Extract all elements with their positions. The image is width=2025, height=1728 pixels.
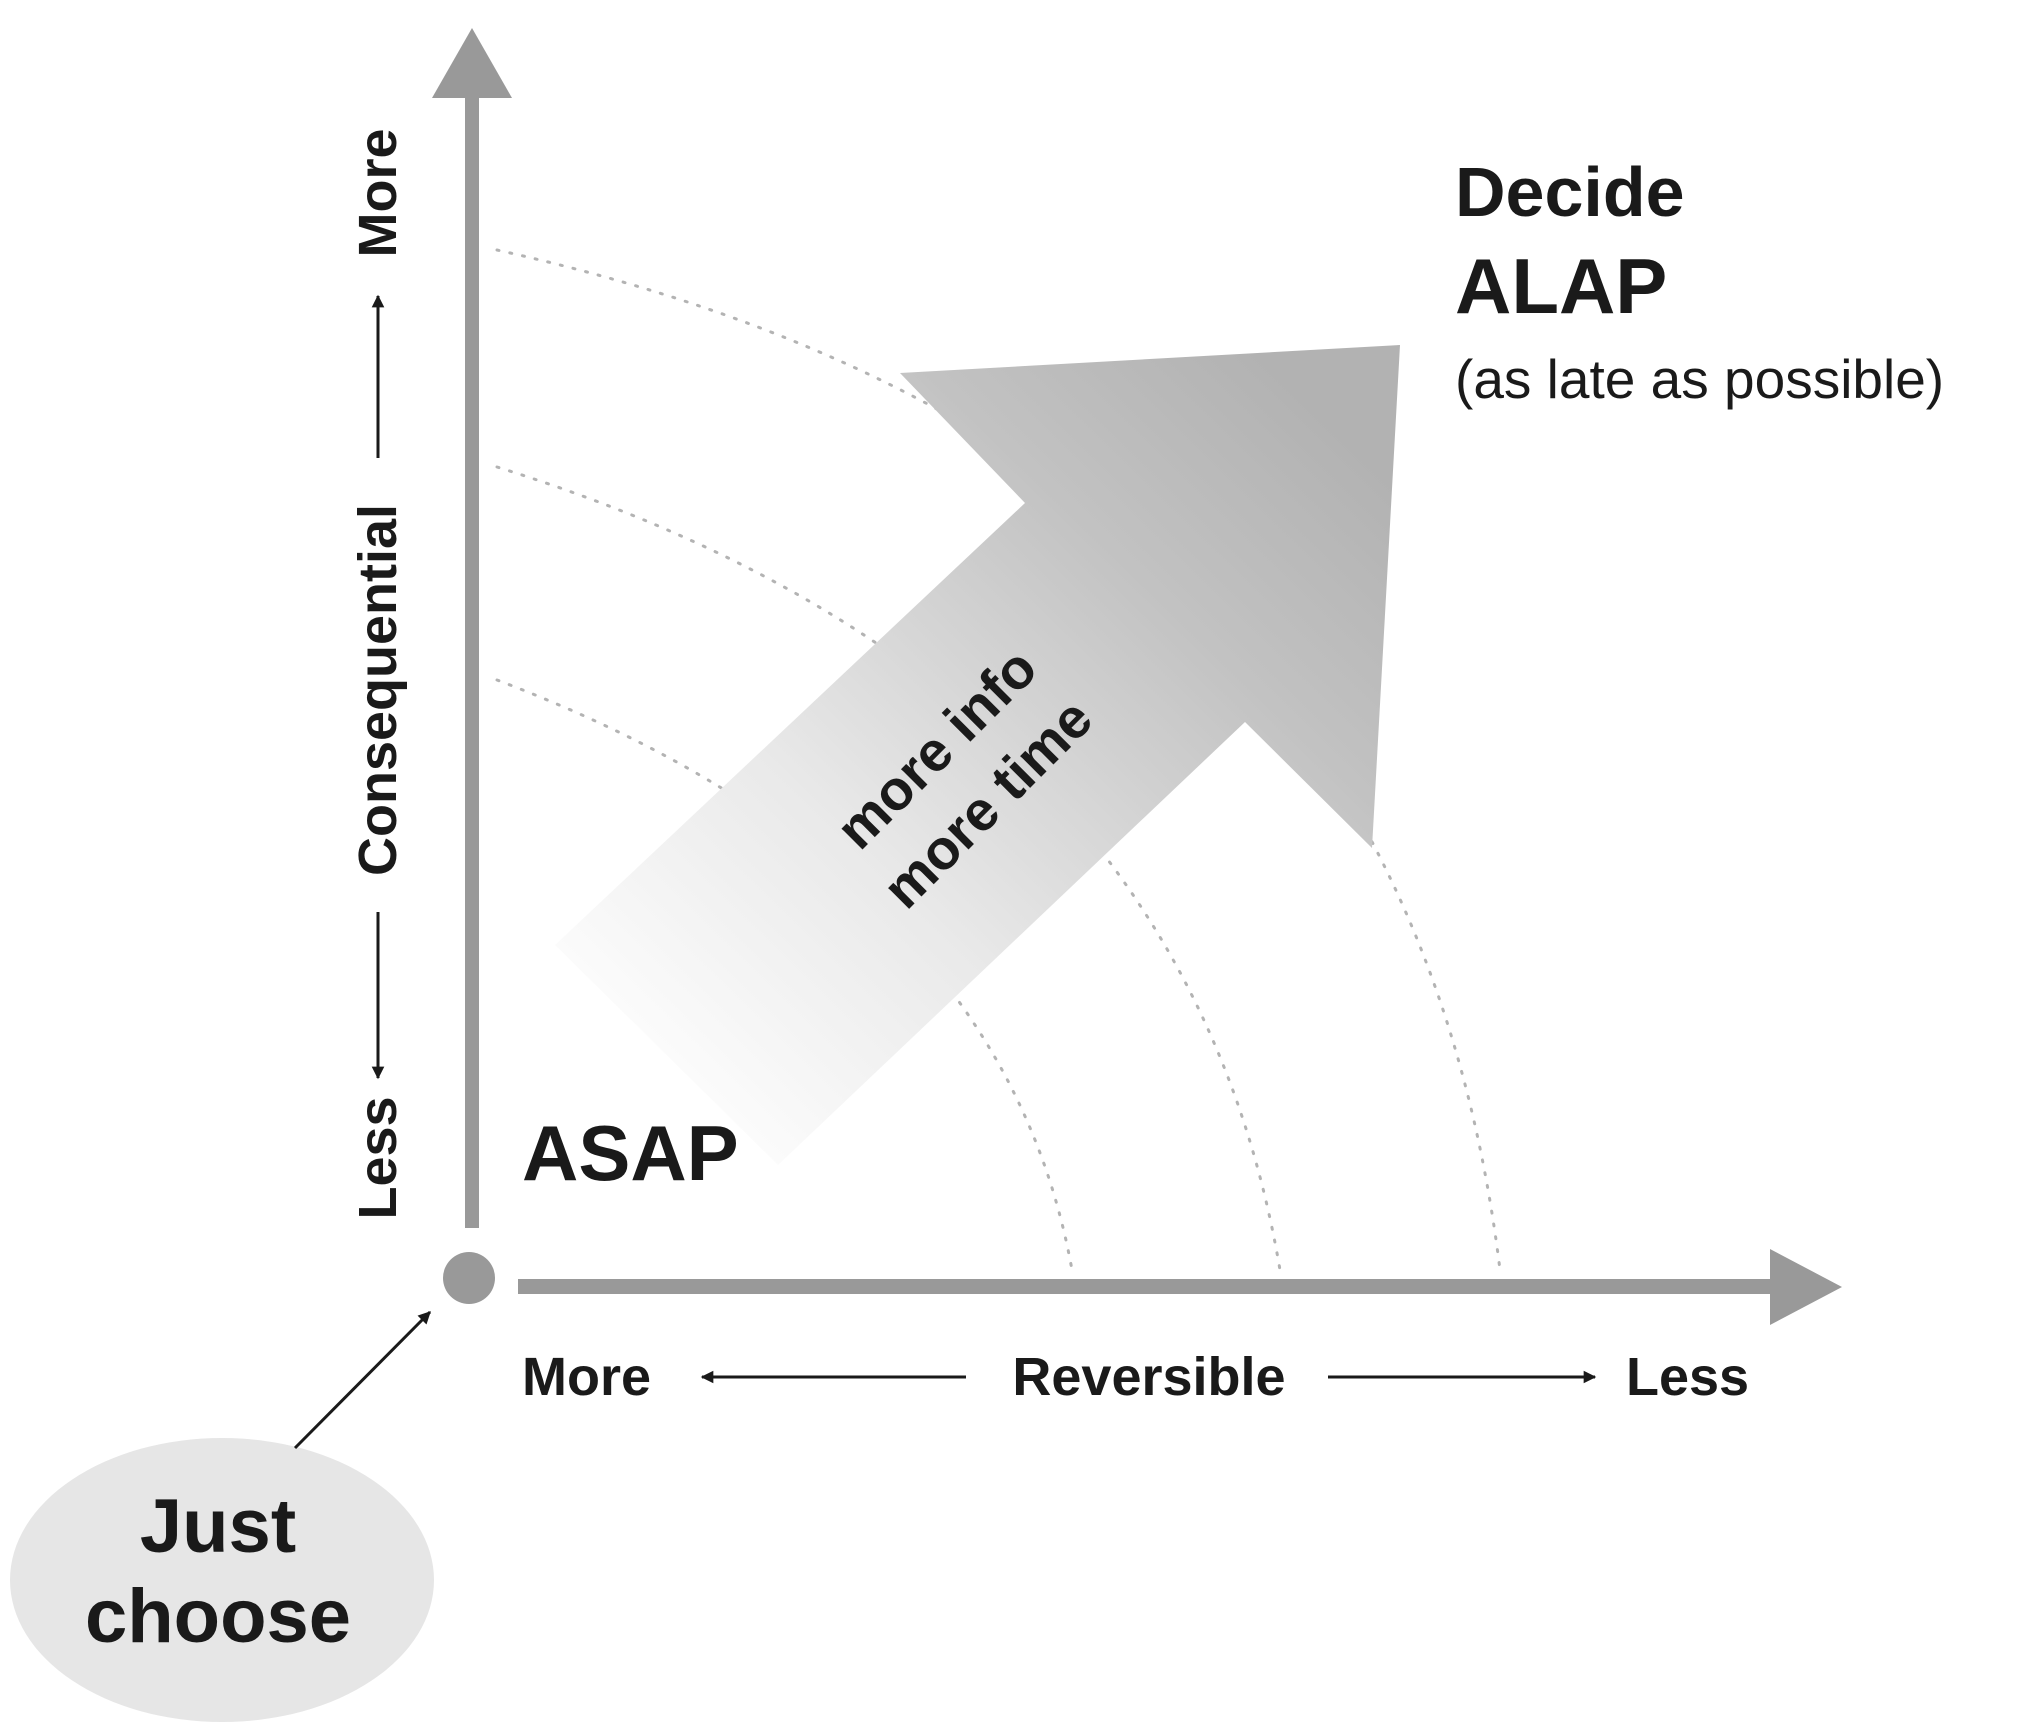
- just-choose-text-line2: choose: [85, 1574, 351, 1659]
- x-axis-labels: More Reversible Less: [522, 1347, 1749, 1407]
- y-axis: [432, 28, 512, 1228]
- alap-label-line3: (as late as possible): [1455, 348, 1944, 410]
- just-choose-pointer-arrow: [293, 1310, 432, 1450]
- alap-label-line2: ALAP: [1455, 242, 1667, 330]
- y-axis-labels: Less Consequential More: [348, 128, 408, 1219]
- x-axis-line: [518, 1279, 1780, 1294]
- x-axis-low-label: More: [522, 1347, 651, 1407]
- just-choose-ellipse: [10, 1438, 434, 1722]
- y-axis-arrowhead: [432, 28, 512, 98]
- y-axis-title: Consequential: [348, 504, 408, 876]
- y-axis-low-label: Less: [348, 1096, 408, 1219]
- x-axis-arrowhead: [1770, 1249, 1842, 1325]
- asap-label: ASAP: [522, 1109, 739, 1197]
- x-axis-high-label: Less: [1626, 1347, 1749, 1407]
- big-diagonal-arrow: [555, 345, 1400, 1165]
- y-axis-high-label: More: [348, 128, 408, 257]
- just-choose-text-line1: Just: [140, 1484, 296, 1569]
- y-axis-line: [465, 85, 479, 1228]
- x-axis-title: Reversible: [1012, 1347, 1285, 1407]
- alap-label-line1: Decide: [1455, 153, 1685, 231]
- origin-dot: [443, 1252, 495, 1304]
- x-axis: [518, 1249, 1842, 1325]
